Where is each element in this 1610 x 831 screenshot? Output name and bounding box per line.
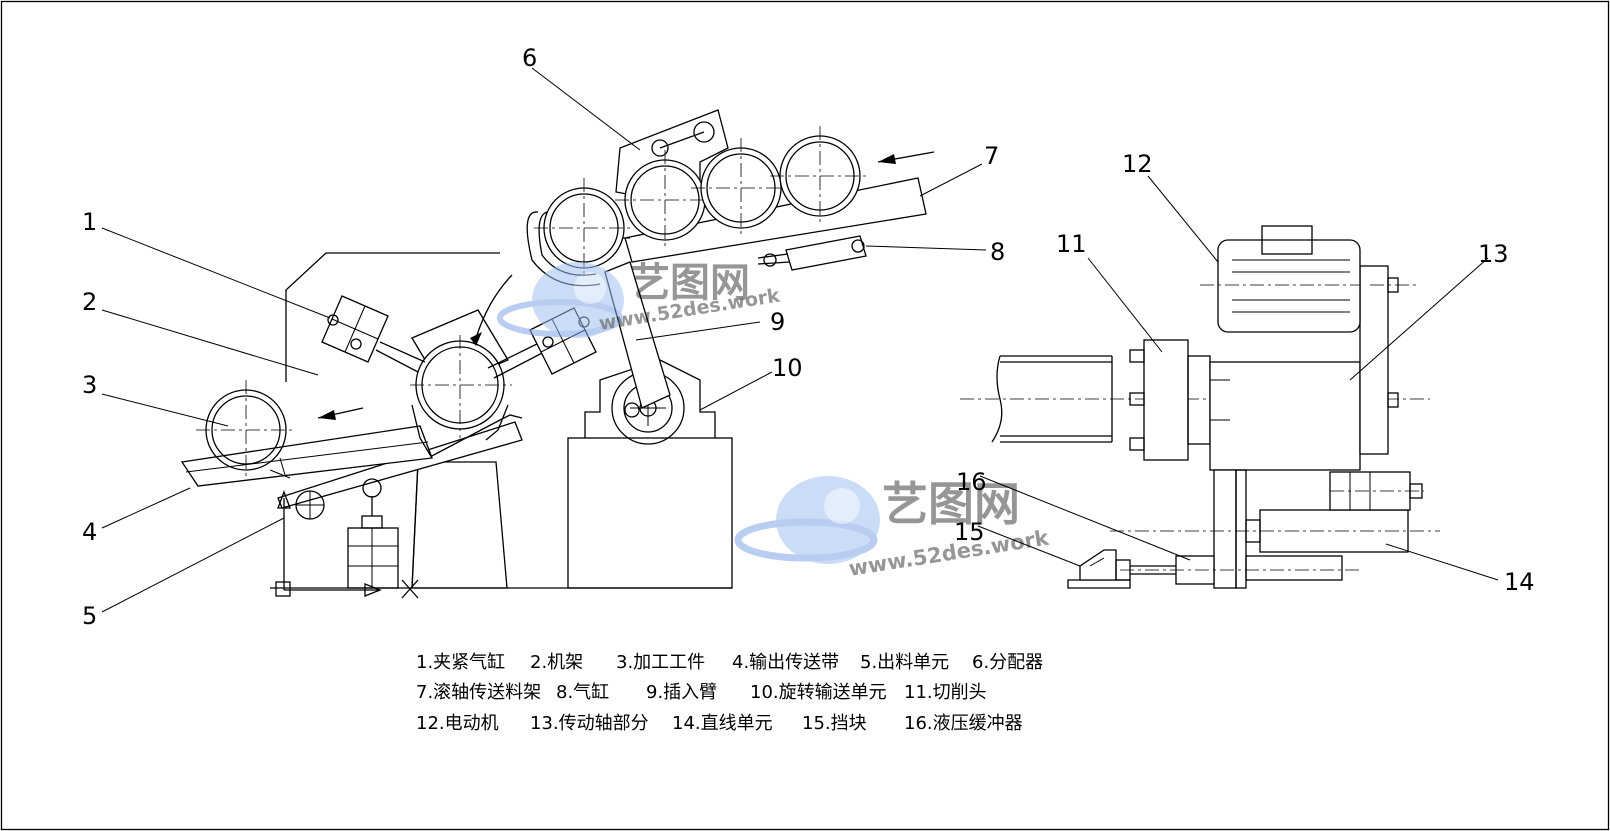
callout-2: 2 xyxy=(82,288,97,316)
callout-16: 16 xyxy=(956,468,987,496)
legend-item-6: 6.分配器 xyxy=(972,652,1043,673)
callout-15: 15 xyxy=(954,518,985,546)
cutting-head xyxy=(1143,339,1189,461)
legend-item-14: 14.直线单元 xyxy=(672,713,773,734)
callout-numbers: 1 2 3 4 5 6 7 8 9 10 11 12 13 14 15 16 xyxy=(82,44,1535,630)
watermark-logo-icon xyxy=(734,476,880,564)
legend-item-11: 11.切削头 xyxy=(904,682,987,703)
motor xyxy=(1217,239,1361,333)
callout-3: 3 xyxy=(82,371,97,399)
legend: 1.夹紧气缸 2.机架 3.加工工件 4.输出传送带 5.出料单元 6.分配器 … xyxy=(416,651,1043,734)
callout-5: 5 xyxy=(82,602,97,630)
legend-item-3: 3.加工工件 xyxy=(616,652,705,673)
legend-item-5: 5.出料单元 xyxy=(860,652,949,673)
legend-item-16: 16.液压缓冲器 xyxy=(904,713,1023,734)
callout-13: 13 xyxy=(1478,240,1509,268)
watermark-logo-icon xyxy=(497,262,624,338)
leader-lines xyxy=(101,67,1499,613)
legend-item-1: 1.夹紧气缸 xyxy=(416,651,505,673)
callout-8: 8 xyxy=(990,238,1005,266)
legend-item-13: 13.传动轴部分 xyxy=(530,713,649,734)
watermark-brand: 艺图网 xyxy=(882,477,1020,531)
transmission-shaft xyxy=(1209,361,1361,471)
callout-12: 12 xyxy=(1122,150,1153,178)
legend-item-15: 15.挡块 xyxy=(802,713,867,734)
legend-item-12: 12.电动机 xyxy=(416,713,499,734)
legend-item-8: 8.气缸 xyxy=(556,681,609,703)
watermark-brand: 艺图网 xyxy=(630,260,750,306)
callout-4: 4 xyxy=(82,518,97,546)
watermark-url: www.52des.work xyxy=(847,525,1051,580)
legend-item-10: 10.旋转输送单元 xyxy=(750,682,887,703)
callout-14: 14 xyxy=(1504,568,1535,596)
stopper xyxy=(1067,579,1131,589)
cylinder-8 xyxy=(785,235,867,271)
legend-item-7: 7.滚轴传送料架 xyxy=(416,682,541,703)
legend-item-9: 9.插入臂 xyxy=(646,682,717,703)
discharge-bar xyxy=(277,421,523,509)
right-machine xyxy=(960,225,1440,589)
watermark-bottom: 艺图网 www.52des.work xyxy=(734,476,1051,581)
callout-7: 7 xyxy=(984,142,999,170)
output-conveyor xyxy=(180,425,433,487)
legend-item-4: 4.输出传送带 xyxy=(732,652,839,673)
callout-6: 6 xyxy=(522,44,537,72)
callout-9: 9 xyxy=(770,308,785,336)
callout-11: 11 xyxy=(1056,230,1087,258)
rotary-unit-base xyxy=(567,437,733,589)
rack-workpieces xyxy=(534,126,870,278)
linear-unit xyxy=(1259,509,1409,553)
legend-item-2: 2.机架 xyxy=(530,652,583,673)
callout-10: 10 xyxy=(772,354,803,382)
callout-1: 1 xyxy=(82,208,97,236)
